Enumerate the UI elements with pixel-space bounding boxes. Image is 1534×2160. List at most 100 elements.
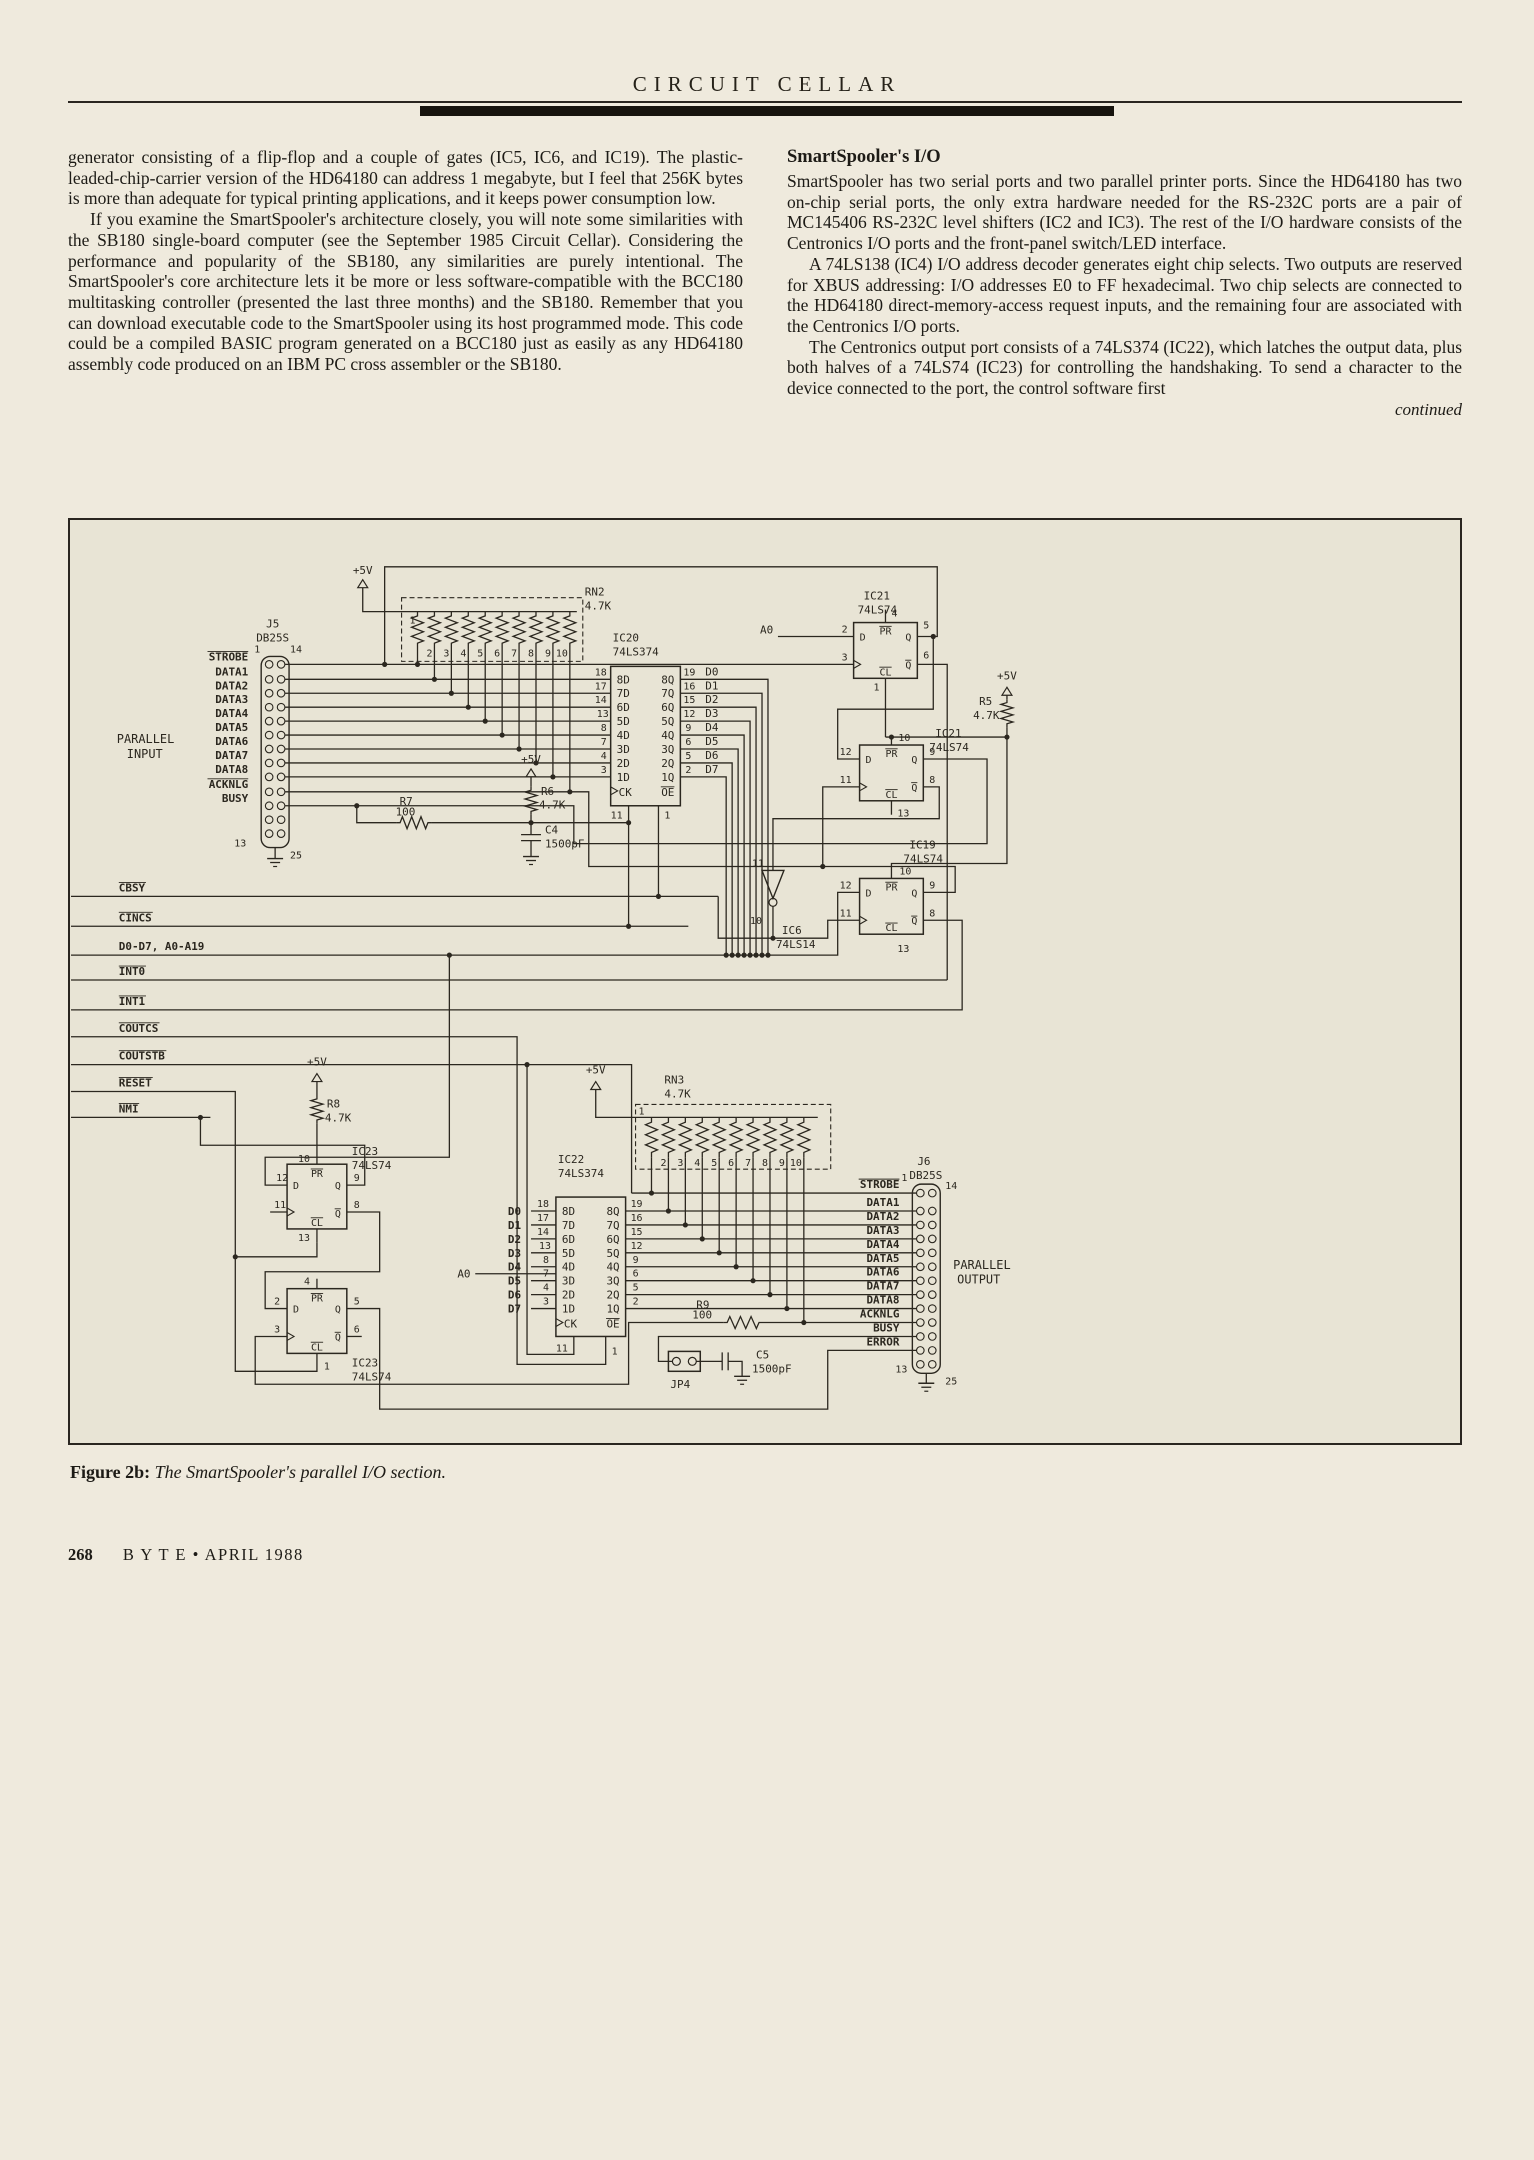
schematic-label: 1 [324,1361,330,1372]
schematic-label: 8 [762,1158,768,1169]
schematic-label: +5V [586,1064,606,1077]
connector-pin [264,702,274,712]
schematic-label: 1 [639,1106,645,1117]
resistor [477,611,494,648]
wire [71,1063,633,1194]
connector-pin [927,1332,937,1341]
schematic-label: ACKNLG [209,778,249,791]
schematic-label: 16 [683,681,695,692]
schematic-label: CK [619,786,633,799]
schematic-label: 11 [274,1200,286,1211]
schematic-label: D [866,888,872,899]
schematic-label: 13 [597,709,609,720]
junction-dot [729,952,735,958]
schematic-label: D1 [508,1219,522,1232]
schematic-label: 5D [617,715,630,728]
schematic-label: 11 [556,1343,568,1354]
schematic-label: 4Q [606,1261,619,1274]
junction-dot [414,661,421,667]
schematic-label: 15 [631,1227,643,1238]
junction-dot [765,952,771,958]
connector-pin [276,744,286,754]
schematic-label: 9 [929,747,935,758]
schematic-label: 14 [595,695,607,706]
schematic-label: 19 [683,667,695,678]
schematic-label: DATA6 [215,735,248,748]
resistor [545,611,561,648]
schematic-label: 8 [601,723,607,734]
schematic-label: D [293,1305,299,1316]
schematic-label: +5V [997,669,1017,682]
schematic-label: 13 [895,1364,907,1375]
schematic-label: D3 [508,1247,521,1260]
connector-pin [915,1220,925,1230]
connector-pin [276,758,286,768]
schematic-label: 6D [617,701,630,714]
schematic-label: 2 [660,1158,666,1169]
connector-pin [927,1206,937,1216]
schematic-label: 13 [897,809,909,820]
resistor [308,1095,326,1124]
magazine-name: B Y T E • APRIL 1988 [122,1545,304,1564]
schematic-label: JP4 [670,1378,690,1391]
schematic-label: CL [311,1218,323,1229]
resistor [426,611,443,648]
schematic-label: 4 [601,751,607,762]
schematic-label: 12 [683,709,695,720]
junction-dot [888,734,895,740]
junction-dot [820,863,826,870]
wire [837,636,934,760]
schematic-label: STROBE [209,650,249,663]
schematic-label: Q [905,660,911,671]
schematic-label: 1D [562,1303,575,1316]
schematic-label: 2 [426,648,432,659]
wire [657,1335,917,1363]
junction-dot [431,676,438,682]
connector-pin [927,1290,937,1299]
connector-pin [927,1360,937,1369]
db25-connector [260,655,290,849]
schematic-label: 4 [304,1277,310,1288]
connector-pin [276,815,286,825]
schematic-label: 4.7K [325,1111,352,1124]
schematic-label: D7 [508,1303,521,1316]
resistor [723,1314,764,1331]
ic-box [286,1287,348,1355]
junction-dot [626,820,632,826]
schematic-label: 5 [477,648,483,659]
schematic-label: DATA5 [866,1252,899,1265]
schematic-label: PR [885,882,897,893]
wire [71,891,860,956]
schematic-label: BUSY [222,792,249,805]
junction-dot [524,1062,530,1068]
schematic-label: 3 [543,1297,549,1308]
schematic-label: A0 [457,1268,470,1281]
schematic-diagram: +5VRN24.7KJ5DB25SIC2174LS74IC2074LS374A0… [71,564,1017,1410]
schematic-label: CK [564,1318,578,1331]
schematic-label: 1 [410,616,416,627]
schematic-label: R6 [541,785,554,798]
schematic-label: 13 [897,944,909,955]
schematic-label: 8 [354,1200,360,1211]
schematic-label: IC23 [352,1356,378,1369]
schematic-label: 5 [923,621,929,632]
schematic-label: 5 [685,751,691,762]
schematic-label: 1 [664,811,670,822]
schematic-label: DB25S [909,1169,942,1182]
power-arrow-icon [589,1080,602,1091]
wire [680,734,745,956]
schematic-label: 7D [617,687,630,700]
junction-dot [550,774,556,780]
junction-dot [753,952,759,958]
connector-pin [915,1318,925,1327]
schematic-label: PARALLEL [117,732,175,746]
schematic-label: 4.7K [585,600,612,613]
page-title: CIRCUIT CELLAR [632,72,902,96]
schematic-label: 74LS74 [929,741,969,754]
schematic-label: 3 [677,1158,683,1169]
clock-input-icon [610,786,619,796]
schematic-label: DATA7 [866,1280,899,1293]
schematic-label: 14 [290,644,302,655]
schematic-label: ERROR [866,1335,899,1348]
schematic-label: 9 [685,723,691,734]
